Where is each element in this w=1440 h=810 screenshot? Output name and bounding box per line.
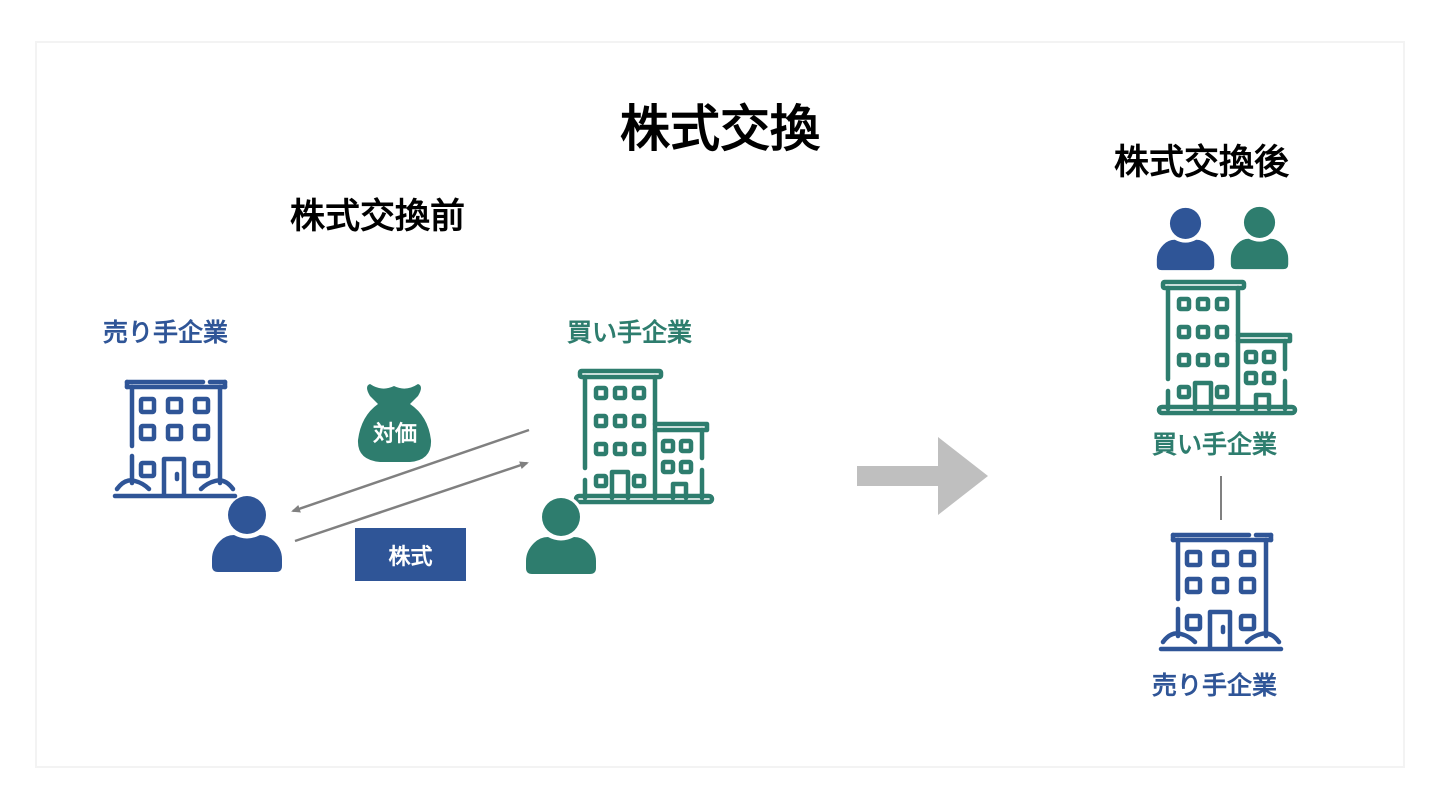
seller-label-before: 売り手企業 <box>103 318 229 347</box>
shares-label: 株式 <box>388 544 433 570</box>
seller-building-icon <box>115 382 235 496</box>
seller-shareholder-after-person-icon <box>1156 207 1215 271</box>
transition-arrow-icon <box>857 437 988 515</box>
diagram-title: 株式交換 <box>620 100 820 158</box>
buyer-label-before: 買い手企業 <box>567 318 693 347</box>
subsidiary-seller-building-icon <box>1161 535 1281 649</box>
buyer-shareholder-after-person-icon <box>1230 206 1289 270</box>
parent-buyer-building-icon <box>1159 282 1295 413</box>
shares-box <box>355 528 466 581</box>
seller-shareholder-person-icon <box>212 495 282 572</box>
buyer-building-icon <box>576 371 712 502</box>
consideration-label: 対価 <box>372 422 417 447</box>
before-heading: 株式交換前 <box>290 197 466 237</box>
buyer-label-after: 買い手企業 <box>1152 430 1278 459</box>
seller-label-after: 売り手企業 <box>1152 671 1278 700</box>
consideration-arrow <box>291 428 530 513</box>
money-bag-icon <box>357 384 432 462</box>
after-heading: 株式交換後 <box>1114 143 1290 183</box>
buyer-shareholder-person-icon <box>526 495 596 574</box>
shares-arrow <box>294 461 529 543</box>
